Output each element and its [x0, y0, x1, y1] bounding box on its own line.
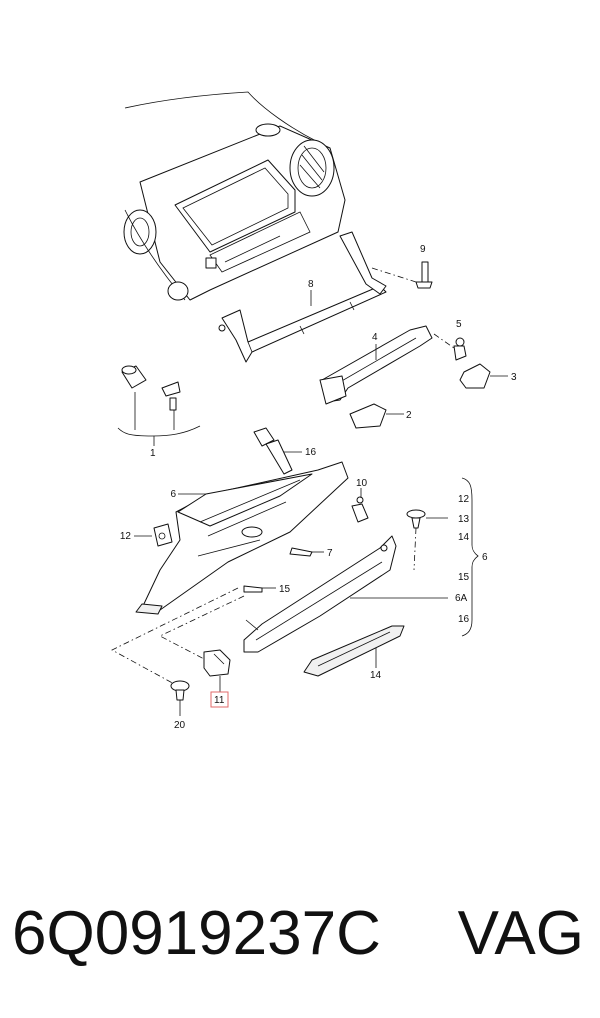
handle-part-4 — [319, 325, 433, 405]
clip-part-2 — [349, 403, 387, 429]
latch-part-16 — [253, 427, 293, 475]
callout-14-right: 14 — [458, 532, 470, 543]
callout-8: 8 — [308, 279, 314, 290]
callout-13: 13 — [458, 514, 470, 525]
brand-caption: VAG — [457, 899, 584, 968]
lock-cylinder-part-1 — [121, 365, 181, 411]
bolt-part-10 — [351, 496, 369, 523]
callout-10: 10 — [356, 478, 368, 489]
seal-strip-part-14 — [303, 625, 405, 677]
callout-1: 1 — [150, 448, 156, 459]
pin-part-13 — [406, 509, 426, 529]
callout-15-left: 15 — [279, 584, 291, 595]
callout-16-right: 16 — [458, 614, 470, 625]
callout-20: 20 — [174, 720, 186, 731]
screw-part-5 — [453, 337, 467, 361]
callout-6-right: 6 — [482, 552, 488, 563]
callout-2: 2 — [406, 410, 412, 421]
screw-part-9 — [415, 261, 433, 289]
callout-5: 5 — [456, 319, 462, 330]
lid-part-6a — [243, 535, 397, 653]
bracket-part-8 — [218, 231, 387, 363]
nut-part-12 — [153, 523, 173, 547]
callout-6: 6 — [170, 489, 176, 500]
callout-15-right: 15 — [458, 572, 470, 583]
callout-11: 11 — [214, 695, 225, 706]
exploded-parts-diagram: 8 9 4 5 3 2 1 — [111, 91, 517, 731]
screw-part-15 — [243, 585, 263, 593]
routing-line — [111, 587, 239, 687]
plug-part-20 — [170, 680, 190, 701]
callout-4: 4 — [372, 332, 378, 343]
callout-12-left: 12 — [120, 531, 132, 542]
callout-16-top: 16 — [305, 447, 317, 458]
group-brace — [461, 477, 479, 637]
damper-part-11 — [203, 649, 231, 677]
callout-12-right: 12 — [458, 494, 470, 505]
screw-part-7 — [289, 547, 313, 557]
dashboard-illustration — [123, 91, 346, 301]
callout-7: 7 — [327, 548, 333, 559]
callout-6a: 6A — [455, 593, 468, 604]
callout-9: 9 — [420, 244, 426, 255]
callout-3: 3 — [511, 372, 517, 383]
highlight-box — [210, 691, 229, 708]
routing-line — [159, 595, 245, 661]
cap-part-3 — [459, 363, 491, 389]
callout-14-bottom: 14 — [370, 670, 382, 681]
glove-box-part-6 — [135, 461, 349, 615]
part-number-caption: 6Q0919237C — [12, 899, 381, 968]
